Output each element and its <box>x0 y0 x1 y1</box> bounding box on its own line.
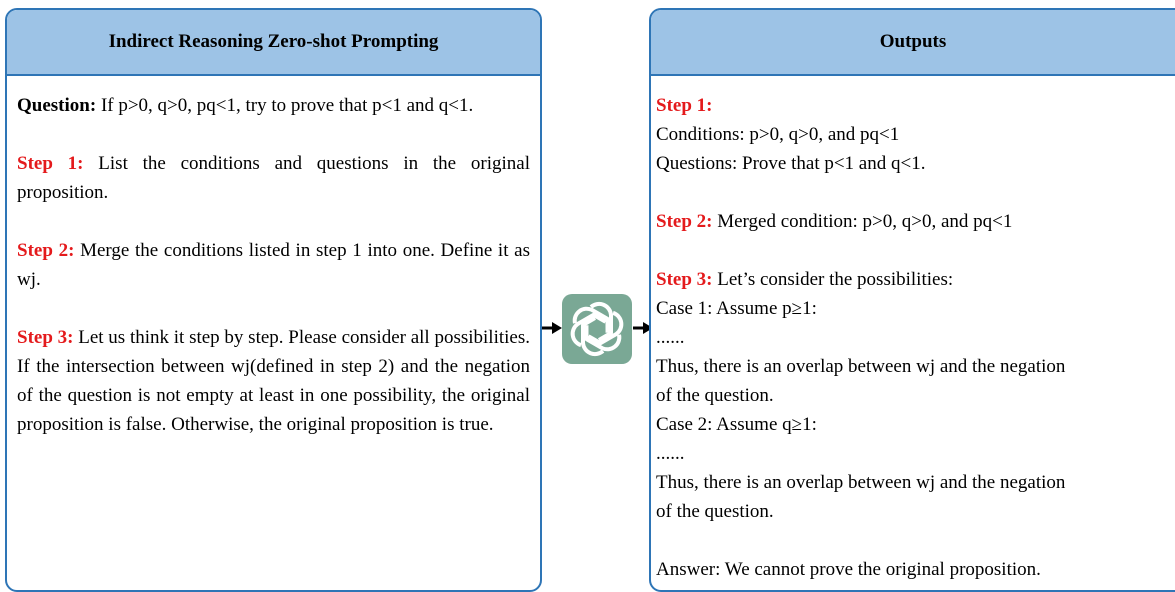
output-arrow <box>633 322 653 334</box>
output-case1-result-a: Thus, there is an overlap between wj and… <box>656 356 1066 377</box>
prompting-panel-body: Question: If p>0, q>0, pq<1, try to prov… <box>7 76 540 439</box>
input-arrow <box>542 322 562 334</box>
question-paragraph: Question: If p>0, q>0, pq<1, try to prov… <box>17 91 530 120</box>
output-case1: Case 1: Assume p≥1: <box>656 298 817 319</box>
openai-logo-glyph <box>570 301 624 357</box>
output-answer: Answer: We cannot prove the original pro… <box>656 559 1041 580</box>
step2-label: Step 2: <box>17 240 75 261</box>
outputs-panel: Outputs Step 1: Conditions: p>0, q>0, an… <box>649 8 1175 592</box>
outputs-panel-title: Outputs <box>651 10 1175 76</box>
openai-logo-icon <box>562 294 632 364</box>
step1-label: Step 1: <box>17 153 84 174</box>
output-step1-label: Step 1: <box>656 95 713 116</box>
question-label: Question: <box>17 95 97 116</box>
output-case2-result-b: of the question. <box>656 501 774 522</box>
spacer <box>656 236 1175 265</box>
question-text: If p>0, q>0, pq<1, try to prove that p<1… <box>96 95 474 116</box>
step1-text: List the conditions and questions in the… <box>17 153 530 203</box>
output-case1-result-b: of the question. <box>656 385 774 406</box>
step3-text: Let us think it step by step. Please con… <box>17 327 530 435</box>
step2-paragraph: Step 2: Merge the conditions listed in s… <box>17 236 530 294</box>
output-step2-label: Step 2: <box>656 211 713 232</box>
output-step3-text: Let’s consider the possibilities: <box>712 269 954 290</box>
step3-paragraph: Step 3: Let us think it step by step. Pl… <box>17 323 530 439</box>
output-step3-line: Step 3: Let’s consider the possibilities… <box>656 265 1175 294</box>
step1-paragraph: Step 1: List the conditions and question… <box>17 149 530 207</box>
spacer <box>656 526 1175 555</box>
output-questions: Questions: Prove that p<1 and q<1. <box>656 153 926 174</box>
output-case2-result-a: Thus, there is an overlap between wj and… <box>656 472 1066 493</box>
spacer <box>656 178 1175 207</box>
output-ellipsis2: ...... <box>656 443 685 464</box>
output-case2: Case 2: Assume q≥1: <box>656 414 817 435</box>
output-step3-label: Step 3: <box>656 269 713 290</box>
outputs-panel-body: Step 1: Conditions: p>0, q>0, and pq<1 Q… <box>651 76 1175 584</box>
prompting-panel-title: Indirect Reasoning Zero-shot Prompting <box>7 10 540 76</box>
step2-text: Merge the conditions listed in step 1 in… <box>17 240 530 290</box>
step3-label: Step 3: <box>17 327 74 348</box>
output-step2-text: Merged condition: p>0, q>0, and pq<1 <box>712 211 1013 232</box>
prompting-panel: Indirect Reasoning Zero-shot Prompting Q… <box>5 8 542 592</box>
output-ellipsis1: ...... <box>656 327 685 348</box>
output-step2-line: Step 2: Merged condition: p>0, q>0, and … <box>656 207 1175 236</box>
output-conditions: Conditions: p>0, q>0, and pq<1 <box>656 124 900 145</box>
